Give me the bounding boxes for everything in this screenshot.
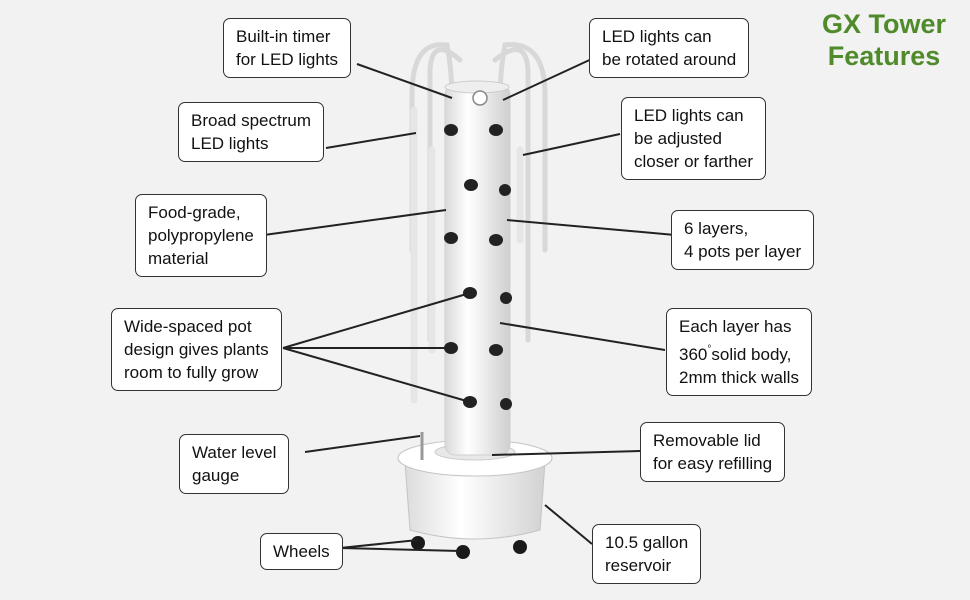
callout-adjusted: LED lights can be adjusted closer or far…: [621, 97, 767, 180]
callout-text: 4 pots per layer: [684, 242, 802, 261]
callout-text: 6 layers,: [684, 219, 749, 238]
callout-text: Water level: [192, 443, 277, 462]
callout-text: be adjusted: [634, 129, 722, 148]
callout-layers: 6 layers, 4 pots per layer: [671, 210, 815, 270]
wheel-icons: [411, 536, 527, 559]
callout-text: Food-grade,: [148, 203, 241, 222]
callout-text: Wheels: [273, 542, 330, 561]
callout-text: reservoir: [605, 556, 672, 575]
callout-reservoir: 10.5 gallon reservoir: [592, 524, 702, 584]
callout-timer: Built-in timer for LED lights: [223, 18, 352, 78]
callout-text: Broad spectrum: [191, 111, 311, 130]
tower-column: [444, 80, 511, 456]
callout-material: Food-grade, polypropylene material: [135, 194, 267, 277]
pot-icons: [444, 124, 512, 410]
degree-value: 360: [679, 345, 708, 364]
leader-lines: [263, 56, 676, 552]
callout-lid: Removable lid for easy refilling: [640, 422, 786, 482]
callout-text: for LED lights: [236, 50, 339, 69]
callout-text: room to fully grow: [124, 363, 259, 382]
callout-text: Built-in timer: [236, 27, 331, 46]
callout-text: design gives plants: [124, 340, 269, 359]
callout-text-rest: solid body,: [711, 345, 792, 364]
callout-text: Wide-spaced pot: [124, 317, 252, 336]
callout-spectrum: Broad spectrum LED lights: [178, 102, 324, 162]
callout-body: Each layer has 360°solid body, 2mm thick…: [666, 308, 812, 396]
title-line-1: GX Tower: [821, 9, 946, 39]
callout-text: Each layer has: [679, 317, 792, 336]
callout-text: 2mm thick walls: [679, 368, 799, 387]
callout-text: LED lights can: [602, 27, 712, 46]
callout-water-level: Water level gauge: [179, 434, 290, 494]
callout-text: 360°solid body,: [679, 338, 799, 366]
callout-text: for easy refilling: [653, 454, 773, 473]
callout-text: polypropylene: [148, 226, 254, 245]
callout-text: be rotated around: [602, 50, 737, 69]
callout-text: Removable lid: [653, 431, 761, 450]
callout-text: 10.5 gallon: [605, 533, 689, 552]
callout-text: gauge: [192, 466, 240, 485]
led-light-strips: [410, 106, 524, 404]
callout-rotated: LED lights can be rotated around: [589, 18, 750, 78]
callout-text: LED lights can: [634, 106, 744, 125]
callout-wheels: Wheels: [260, 533, 343, 570]
degree-symbol: °: [707, 344, 712, 355]
callout-text: material: [148, 249, 209, 268]
title-line-2: Features: [827, 41, 941, 71]
callout-pots: Wide-spaced pot design gives plants room…: [111, 308, 282, 391]
diagram-title: GX Tower Features: [822, 8, 946, 72]
callout-text: closer or farther: [634, 152, 754, 171]
led-light-bars: [409, 42, 548, 343]
callout-text: LED lights: [191, 134, 269, 153]
